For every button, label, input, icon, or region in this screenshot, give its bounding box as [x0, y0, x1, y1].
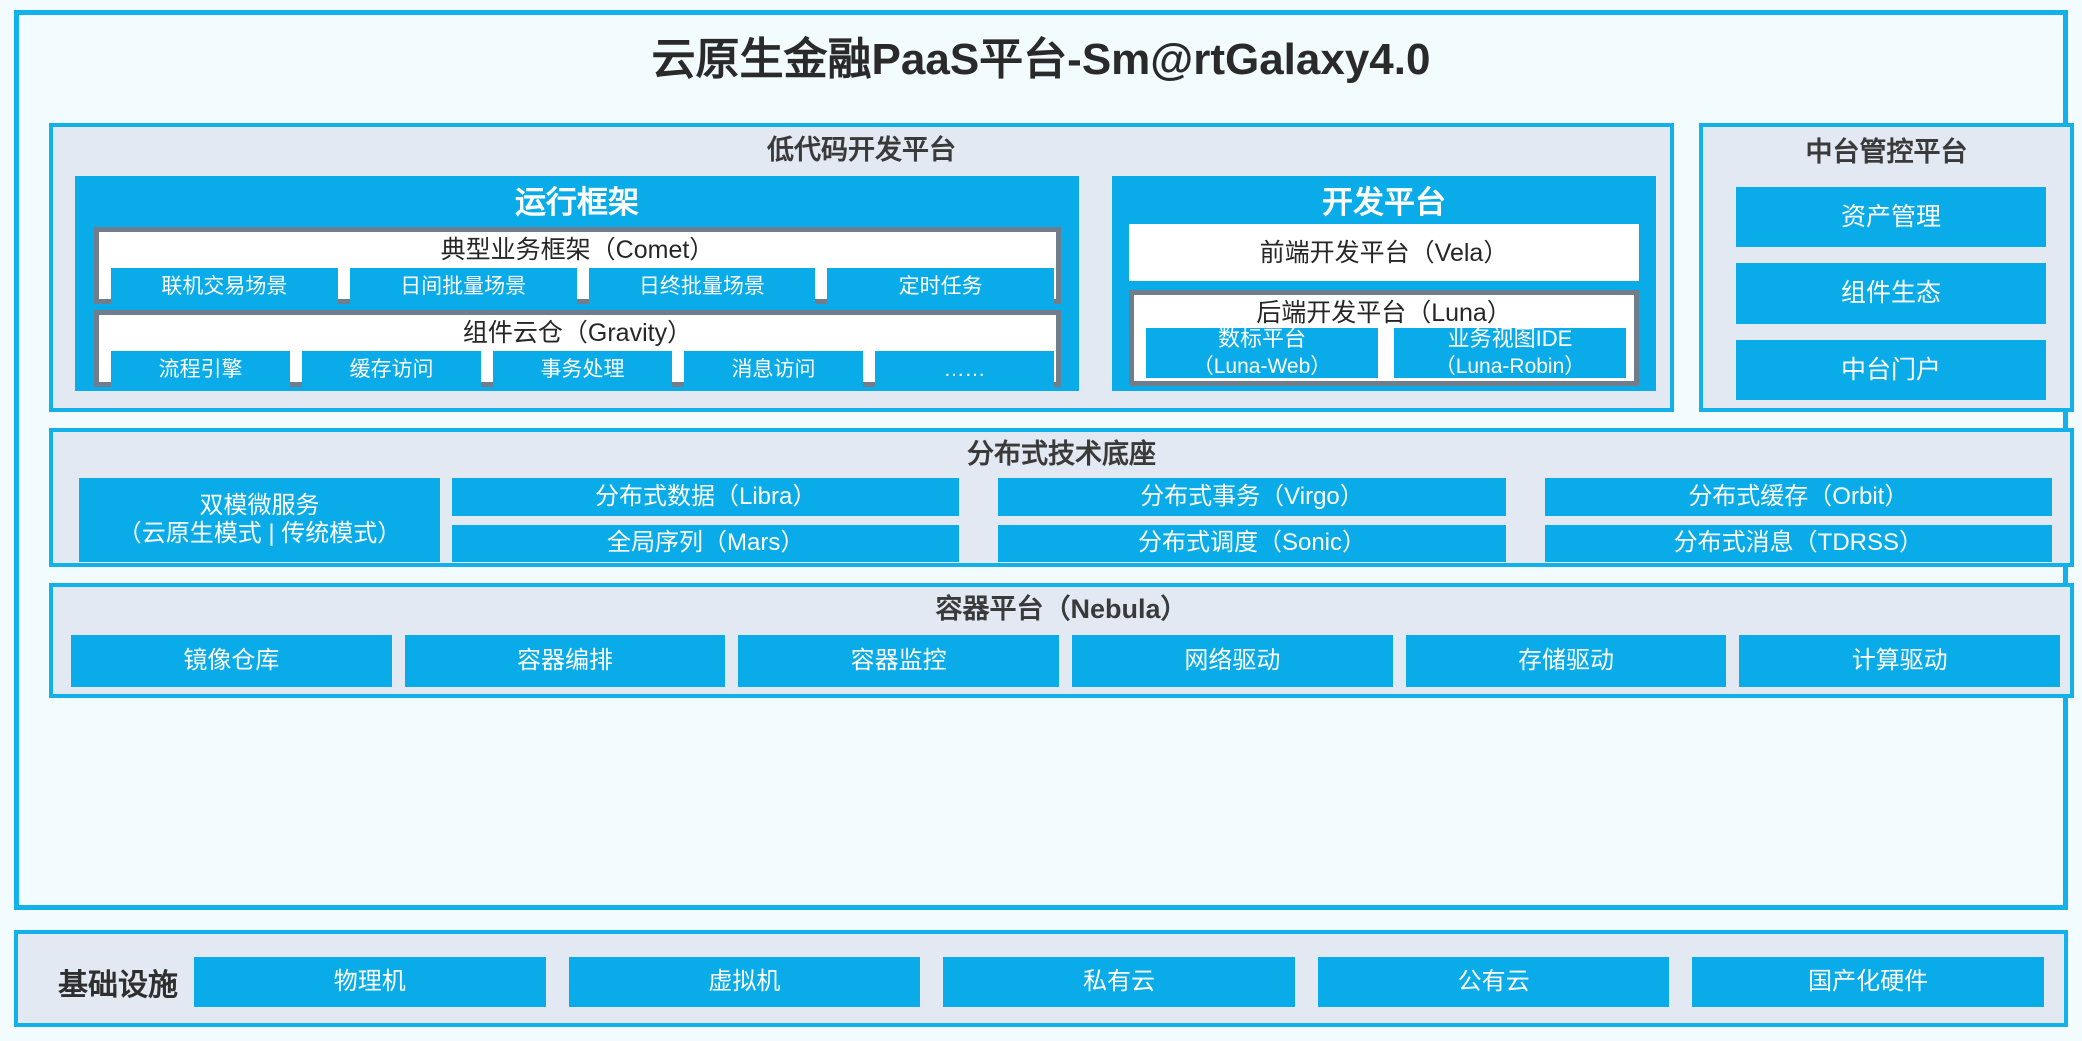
dist-chip-virgo[interactable]: 分布式事务（Virgo）: [998, 478, 1506, 516]
gravity-chip-transaction-processing[interactable]: 事务处理: [493, 351, 672, 389]
runtime-framework-block: 运行框架 典型业务框架（Comet） 联机交易场景 日间批量场景 日终批量场景 …: [75, 176, 1079, 391]
comet-chip-row: 联机交易场景 日间批量场景 日终批量场景 定时任务: [111, 268, 1054, 306]
platform-main-frame: 云原生金融PaaS平台-Sm@rtGalaxy4.0 低代码开发平台 运行框架 …: [14, 10, 2074, 910]
development-platform-title: 开发平台: [1322, 185, 1446, 220]
infra-chip-public-cloud[interactable]: 公有云: [1317, 957, 1670, 1007]
container-chip-image-registry[interactable]: 镜像仓库: [71, 635, 392, 687]
dist-chip-orbit[interactable]: 分布式缓存（Orbit）: [1544, 478, 2052, 516]
gravity-chip-more[interactable]: ……: [875, 351, 1054, 389]
container-chip-network-driver[interactable]: 网络驱动: [1072, 635, 1393, 687]
luna-chip-luna-robin[interactable]: 业务视图IDE （Luna-Robin）: [1394, 326, 1626, 378]
dual-mode-microservice-wrapper: 双模微服务 （云原生模式 | 传统模式）: [79, 478, 440, 562]
gravity-chip-row: 流程引擎 缓存访问 事务处理 消息访问 ……: [111, 351, 1054, 389]
infra-chip-virtual-machine[interactable]: 虚拟机: [568, 957, 921, 1007]
comet-box: 典型业务框架（Comet） 联机交易场景 日间批量场景 日终批量场景 定时任务: [94, 227, 1061, 306]
midplatform-chip-asset-management[interactable]: 资产管理: [1736, 187, 2046, 248]
dist-chip-tdrss[interactable]: 分布式消息（TDRSS）: [1544, 524, 2052, 562]
comet-chip-eod-batch[interactable]: 日终批量场景: [588, 268, 816, 306]
page-title: 云原生金融PaaS平台-Sm@rtGalaxy4.0: [651, 35, 1431, 84]
vela-frontend-box[interactable]: 前端开发平台（Vela）: [1129, 224, 1639, 281]
gravity-chip-cache-access[interactable]: 缓存访问: [302, 351, 481, 389]
infra-chip-physical-machine[interactable]: 物理机: [194, 957, 546, 1007]
gravity-chip-message-access[interactable]: 消息访问: [684, 351, 863, 389]
luna-web-name: 数标平台: [1217, 326, 1306, 351]
infrastructure-chip-row: 物理机 虚拟机 私有云 公有云 国产化硬件: [194, 957, 2044, 1007]
dist-chip-mars[interactable]: 全局序列（Mars）: [452, 524, 960, 562]
runtime-framework-title: 运行框架: [515, 185, 639, 220]
midplatform-chip-component-ecosystem[interactable]: 组件生态: [1736, 263, 2046, 324]
container-platform-title: 容器平台（Nebula）: [935, 594, 1188, 624]
distributed-base-panel: 分布式技术底座 双模微服务 （云原生模式 | 传统模式） 分布式数据（Libra…: [49, 428, 2074, 567]
infrastructure-label: 基础设施: [58, 969, 178, 1002]
luna-robin-sub: （Luna-Robin）: [1434, 355, 1586, 378]
distributed-chip-grid: 分布式数据（Libra） 分布式事务（Virgo） 分布式缓存（Orbit） 全…: [452, 478, 2052, 562]
comet-title: 典型业务框架（Comet）: [440, 236, 715, 264]
vela-title: 前端开发平台（Vela）: [1259, 239, 1509, 267]
luna-chip-luna-web[interactable]: 数标平台 （Luna-Web）: [1146, 326, 1378, 378]
container-chip-row: 镜像仓库 容器编排 容器监控 网络驱动 存储驱动 计算驱动: [71, 635, 2061, 687]
midplatform-title: 中台管控平台: [1805, 137, 1968, 167]
container-chip-orchestration[interactable]: 容器编排: [404, 635, 726, 687]
comet-chip-scheduled-task[interactable]: 定时任务: [827, 268, 1054, 306]
container-chip-monitoring[interactable]: 容器监控: [738, 635, 1060, 687]
container-platform-panel: 容器平台（Nebula） 镜像仓库 容器编排 容器监控 网络驱动 存储驱动 计算…: [49, 583, 2074, 698]
dual-mode-sub: （云原生模式 | 传统模式）: [117, 520, 402, 547]
infra-chip-domestic-hardware[interactable]: 国产化硬件: [1692, 957, 2044, 1007]
midplatform-control-panel: 中台管控平台 资产管理 组件生态 中台门户: [1699, 123, 2074, 412]
midplatform-chip-column: 资产管理 组件生态 中台门户: [1736, 187, 2046, 400]
gravity-title: 组件云仓（Gravity）: [462, 319, 693, 347]
luna-chip-row: 数标平台 （Luna-Web） 业务视图IDE （Luna-Robin）: [1146, 326, 1626, 378]
infra-chip-private-cloud[interactable]: 私有云: [943, 957, 1295, 1007]
dist-chip-libra[interactable]: 分布式数据（Libra）: [452, 478, 960, 516]
dual-mode-microservice-chip[interactable]: 双模微服务 （云原生模式 | 传统模式）: [79, 478, 440, 562]
distributed-base-title: 分布式技术底座: [967, 439, 1156, 469]
luna-robin-name: 业务视图IDE: [1447, 326, 1573, 351]
luna-backend-box: 后端开发平台（Luna） 数标平台 （Luna-Web） 业务视图IDE （Lu…: [1129, 290, 1639, 386]
development-platform-block: 开发平台 前端开发平台（Vela） 后端开发平台（Luna） 数标平台 （Lun…: [1112, 176, 1656, 391]
midplatform-chip-portal[interactable]: 中台门户: [1736, 339, 2046, 400]
comet-chip-intraday-batch[interactable]: 日间批量场景: [349, 268, 577, 306]
luna-web-sub: （Luna-Web）: [1192, 355, 1332, 378]
gravity-chip-process-engine[interactable]: 流程引擎: [111, 351, 290, 389]
container-chip-storage-driver[interactable]: 存储驱动: [1405, 635, 1727, 687]
dist-chip-sonic[interactable]: 分布式调度（Sonic）: [998, 524, 1506, 562]
lowcode-platform-title: 低代码开发平台: [767, 135, 956, 165]
gravity-box: 组件云仓（Gravity） 流程引擎 缓存访问 事务处理 消息访问 ……: [94, 310, 1061, 389]
luna-title: 后端开发平台（Luna）: [1256, 299, 1512, 327]
dual-mode-name: 双模微服务: [199, 492, 320, 519]
container-chip-compute-driver[interactable]: 计算驱动: [1739, 635, 2061, 687]
comet-chip-online-transaction[interactable]: 联机交易场景: [111, 268, 338, 306]
lowcode-platform-panel: 低代码开发平台 运行框架 典型业务框架（Comet） 联机交易场景 日间批量场景…: [49, 123, 1674, 412]
infrastructure-panel: 基础设施 物理机 虚拟机 私有云 公有云 国产化硬件: [14, 930, 2068, 1027]
